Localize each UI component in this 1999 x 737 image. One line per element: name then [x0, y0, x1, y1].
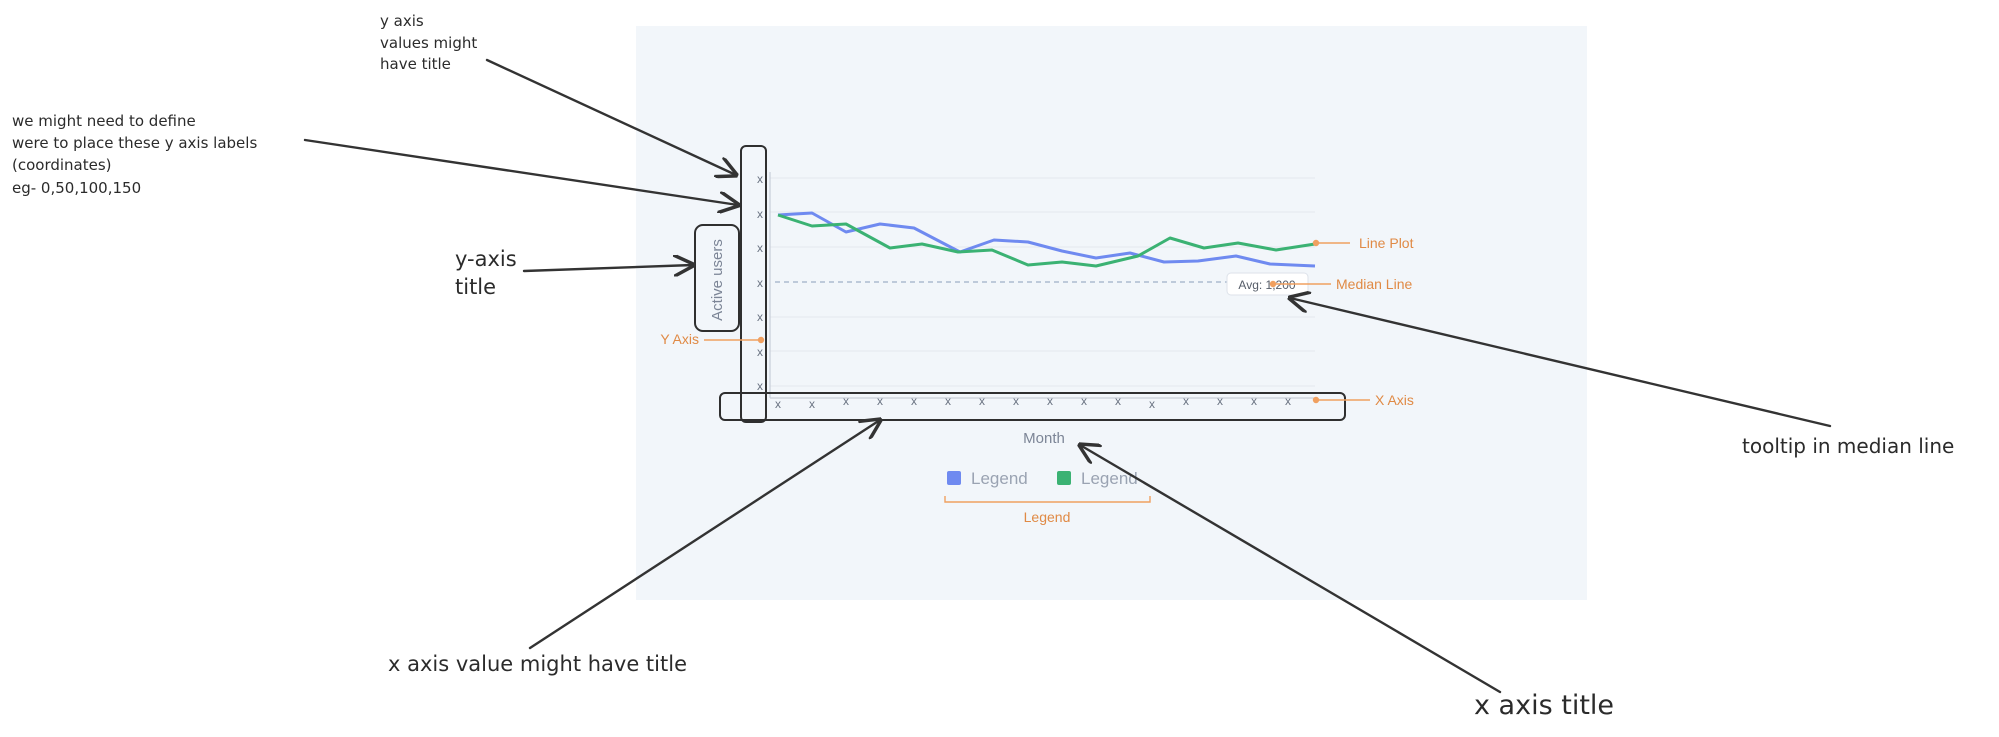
x-tick-label: x [1047, 394, 1053, 408]
y-tick-label: x [757, 379, 763, 393]
note-x-axis-value: x axis value might have title [388, 652, 687, 676]
x-ticks-highlight-box [719, 392, 1346, 421]
y-tick-label: x [757, 276, 763, 290]
x-tick-label: x [877, 394, 883, 408]
y-axis-callout-label: Y Axis [660, 331, 699, 347]
arrow-median-tooltip [1290, 298, 1832, 428]
note-y-axis-title-line: y-axis [455, 247, 517, 271]
line-plot-callout-label: Line Plot [1359, 235, 1414, 251]
x-tick-label: x [1251, 394, 1257, 408]
legend-label: Legend [1081, 469, 1138, 488]
note-y-axis-values-line: values might [380, 34, 477, 52]
x-tick-label: x [1115, 394, 1121, 408]
legend-bracket [944, 496, 1151, 503]
arrow-x-axis-title [1080, 445, 1502, 694]
x-tick-label: x [843, 394, 849, 408]
note-y-axis-values-line: y axis [380, 12, 424, 30]
arrow-x-axis-value [528, 420, 880, 650]
legend-callout-label: Legend [1024, 509, 1071, 525]
x-axis-title: Month [1023, 430, 1065, 447]
x-tick-label: x [1183, 394, 1189, 408]
y-ticks-highlight-box [740, 145, 767, 423]
series-blue-line [777, 211, 1316, 268]
y-tick-label: x [757, 345, 763, 359]
x-axis-callout-label: X Axis [1375, 392, 1414, 408]
series-green-line [777, 213, 1316, 268]
median-line-callout-label: Median Line [1336, 276, 1412, 292]
x-tick-label: x [1285, 394, 1291, 408]
y-tick-label: x [757, 172, 763, 186]
x-tick-label: x [979, 394, 985, 408]
legend-swatch-blue [947, 471, 961, 485]
x-tick-label: x [809, 397, 815, 411]
arrow-y-axis-title [522, 265, 693, 271]
y-title-highlight-box [694, 224, 740, 332]
chart-panel [636, 26, 1587, 600]
note-median-tooltip: tooltip in median line [1742, 434, 1954, 458]
x-tick-label: x [1149, 397, 1155, 411]
legend-label: Legend [971, 469, 1028, 488]
median-tooltip: Avg: 1,200 [1238, 278, 1295, 292]
x-tick-label: x [1013, 394, 1019, 408]
arrow-y-axis-values [485, 58, 736, 175]
note-y-labels-placement-line: were to place these y axis labels [12, 134, 257, 152]
note-y-labels-placement-line: (coordinates) [12, 156, 112, 174]
x-tick-label: x [911, 394, 917, 408]
legend-swatch-green [1057, 471, 1071, 485]
y-tick-label: x [757, 207, 763, 221]
x-tick-label: x [1217, 394, 1223, 408]
note-y-axis-values-line: have title [380, 55, 451, 73]
arrow-y-labels-placement [303, 138, 738, 205]
y-axis-title: Active users [709, 239, 726, 321]
y-tick-label: x [757, 241, 763, 255]
note-y-axis-title-line: title [455, 275, 496, 299]
note-y-labels-placement-line: eg- 0,50,100,150 [12, 179, 141, 197]
x-tick-label: x [775, 397, 781, 411]
note-y-labels-placement-line: we might need to define [12, 112, 196, 130]
note-x-axis-title: x axis title [1474, 690, 1614, 721]
x-tick-label: x [1081, 394, 1087, 408]
y-tick-label: x [757, 310, 763, 324]
x-tick-label: x [945, 394, 951, 408]
